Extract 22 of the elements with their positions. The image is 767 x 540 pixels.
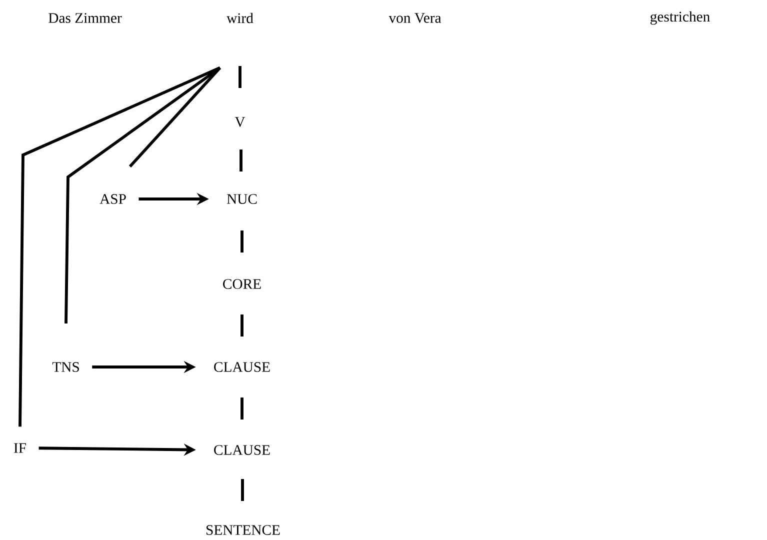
category-label: NUC xyxy=(226,194,257,204)
tree-line xyxy=(240,398,244,420)
word-label: Das Zimmer xyxy=(48,13,122,23)
tree-line xyxy=(241,479,244,501)
word-label: gestrichen xyxy=(650,11,710,25)
category-label: TNS xyxy=(52,362,79,372)
branch-line xyxy=(128,66,222,168)
category-label: CLAUSE xyxy=(214,445,270,455)
tree-line xyxy=(240,150,242,172)
word-label: wird xyxy=(226,12,254,24)
tree-line xyxy=(238,66,242,88)
category-label: V xyxy=(234,117,246,127)
category-label: CLAUSE xyxy=(214,362,270,372)
branch-line xyxy=(18,66,221,427)
branch-line xyxy=(64,66,221,324)
category-label: CORE xyxy=(223,279,261,289)
category-label: ASP xyxy=(100,194,126,204)
tree-line xyxy=(240,314,244,336)
category-label: IF xyxy=(14,443,26,453)
category-label: SENTENCE xyxy=(206,525,280,535)
word-label: von Vera xyxy=(388,13,442,23)
tree-line xyxy=(240,230,244,252)
